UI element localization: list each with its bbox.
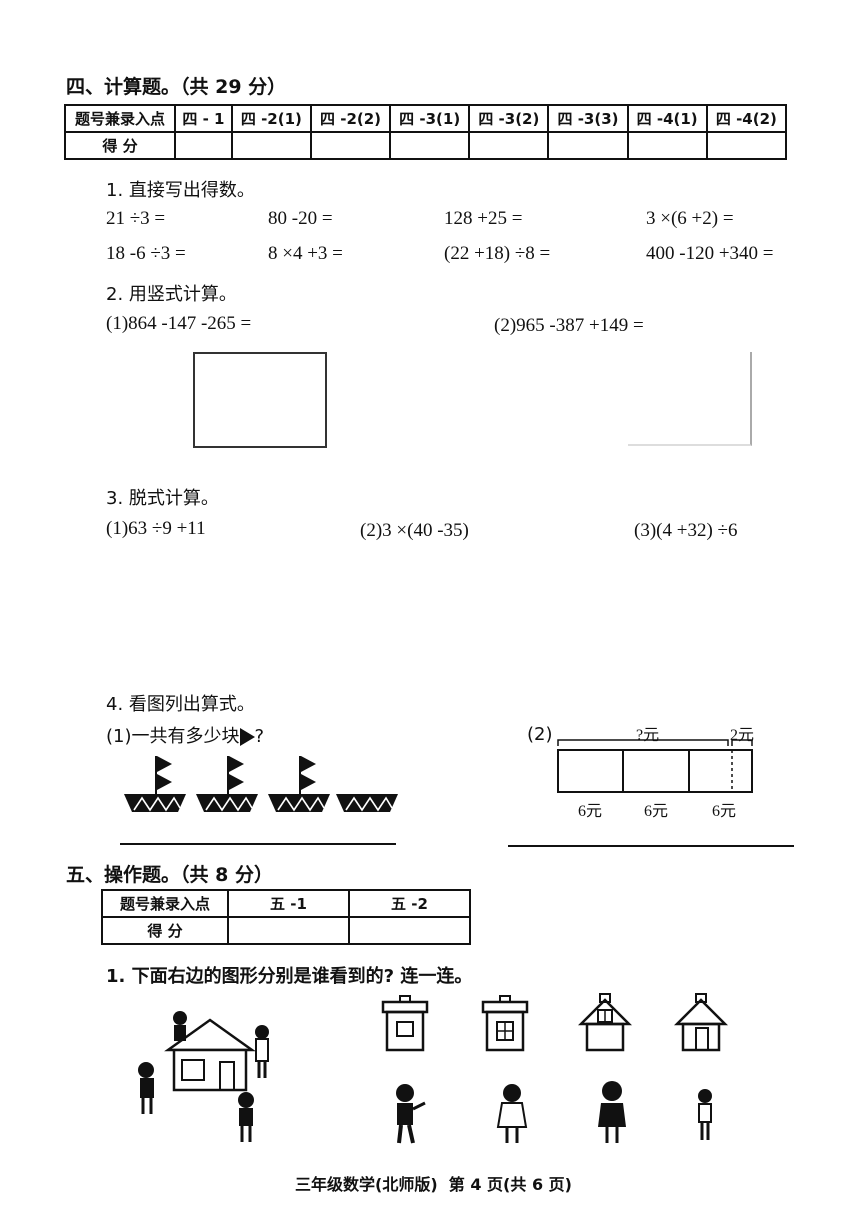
q4-part2-label: (2) — [527, 724, 553, 745]
segment-label: 6元 — [712, 803, 737, 820]
q4-part1-label: (1)一共有多少块? — [106, 722, 264, 748]
score-col-6: 四 -3(3) — [547, 104, 629, 133]
s5-q1-title: 1. 下面右边的图形分别是谁看到的? 连一连。 — [106, 966, 473, 987]
answer-line[interactable] — [120, 843, 396, 845]
score-cell[interactable] — [227, 916, 350, 945]
q4-part1-text: (1)一共有多少块 — [106, 726, 240, 747]
score-table-score-row: 得 分 — [101, 916, 471, 945]
child-figure-icon[interactable] — [592, 1081, 632, 1147]
q3-item-1: (1)63 ÷9 +11 — [106, 518, 206, 539]
q1-expr: 18 -6 ÷3 = — [106, 243, 186, 264]
score-col-1: 五 -1 — [227, 889, 350, 918]
score-table-header-label: 题号兼录入点 — [101, 889, 229, 918]
segment-label: 6元 — [578, 803, 603, 820]
answer-line[interactable] — [508, 845, 794, 847]
section4-title: 四、计算题。（共 29 分） — [66, 76, 287, 98]
child-figure-icon — [173, 1011, 187, 1041]
score-row-label: 得 分 — [101, 916, 229, 945]
score-cell[interactable] — [468, 131, 550, 160]
q1-expr: 400 -120 +340 = — [646, 243, 774, 264]
score-cell[interactable] — [348, 916, 471, 945]
child-figure-icon — [138, 1062, 154, 1114]
q1-expr: 80 -20 = — [268, 208, 333, 229]
child-figure-icon[interactable] — [492, 1083, 532, 1147]
score-cell[interactable] — [705, 131, 788, 160]
brace-total — [557, 739, 729, 746]
score-cell[interactable] — [389, 131, 471, 160]
q3-item-3: (3)(4 +32) ÷6 — [634, 520, 738, 541]
q2-item-2: (2)965 -387 +149 = — [494, 315, 644, 336]
score-table-header-row: 题号兼录入点 四 - 1 四 -2(1) 四 -2(2) 四 -3(1) 四 -… — [64, 104, 788, 133]
score-table-header-label: 题号兼录入点 — [64, 104, 176, 133]
score-col-4: 四 -3(1) — [389, 104, 471, 133]
score-col-7: 四 -4(1) — [626, 104, 708, 133]
q3-item-2: (2)3 ×(40 -35) — [360, 520, 469, 541]
score-col-1: 四 - 1 — [174, 104, 233, 133]
flag-icon — [239, 728, 255, 746]
score-col-5: 四 -3(2) — [468, 104, 550, 133]
segment-label: 6元 — [644, 803, 669, 820]
house-with-children-illustration — [138, 1011, 269, 1142]
score-col-8: 四 -4(2) — [705, 104, 788, 133]
score-cell[interactable] — [309, 131, 392, 160]
q1-expr: 128 +25 = — [444, 208, 523, 229]
q2-item-1: (1)864 -147 -265 = — [106, 313, 252, 334]
q1-expr: (22 +18) ÷8 = — [444, 243, 551, 264]
boat-icon — [268, 756, 330, 812]
boat-icon — [124, 756, 186, 812]
child-figure-icon — [255, 1025, 269, 1078]
answer-box[interactable] — [628, 352, 752, 446]
page-footer: 三年级数学(北师版) 第 4 页(共 6 页) — [295, 1175, 572, 1194]
house-side-view-icon — [578, 993, 632, 1052]
q3-title: 3. 脱式计算。 — [106, 488, 219, 509]
segment-bar-diagram — [557, 739, 753, 793]
answer-box[interactable] — [193, 352, 327, 448]
q1-title: 1. 直接写出得数。 — [106, 180, 255, 201]
q1-expr: 3 ×(6 +2) = — [646, 208, 734, 229]
score-col-3: 四 -2(2) — [309, 104, 392, 133]
score-cell[interactable] — [230, 131, 312, 160]
brace-extra — [731, 739, 753, 746]
section5-title: 五、操作题。（共 8 分） — [66, 864, 273, 886]
boats-illustration — [124, 756, 398, 812]
score-row-label: 得 分 — [64, 131, 176, 160]
q4-title: 4. 看图列出算式。 — [106, 694, 255, 715]
house-front-view-window-icon — [481, 995, 529, 1052]
boat-icon — [336, 794, 398, 812]
score-cell[interactable] — [174, 131, 233, 160]
score-cell[interactable] — [547, 131, 629, 160]
house-icon — [164, 1018, 256, 1092]
bar-outline — [557, 749, 753, 793]
section4-score-table: 题号兼录入点 四 - 1 四 -2(1) 四 -2(2) 四 -3(1) 四 -… — [64, 104, 788, 160]
q4-part1-suffix: ? — [254, 726, 265, 747]
score-cell[interactable] — [626, 131, 708, 160]
child-figure-icon — [238, 1092, 254, 1142]
boat-icon — [196, 756, 258, 812]
q2-title: 2. 用竖式计算。 — [106, 284, 237, 305]
house-front-view-icon — [381, 995, 429, 1052]
q1-expr: 21 ÷3 = — [106, 208, 166, 229]
house-side-view-door-icon — [674, 993, 728, 1052]
score-table-header-row: 题号兼录入点 五 -1 五 -2 — [101, 889, 471, 918]
score-table-score-row: 得 分 — [64, 131, 788, 160]
section5-score-table: 题号兼录入点 五 -1 五 -2 得 分 — [101, 889, 471, 945]
score-col-2: 四 -2(1) — [230, 104, 312, 133]
q1-expr: 8 ×4 +3 = — [268, 243, 343, 264]
score-col-2: 五 -2 — [348, 889, 471, 918]
child-figure-icon[interactable] — [385, 1083, 429, 1147]
child-figure-icon[interactable] — [690, 1088, 720, 1144]
